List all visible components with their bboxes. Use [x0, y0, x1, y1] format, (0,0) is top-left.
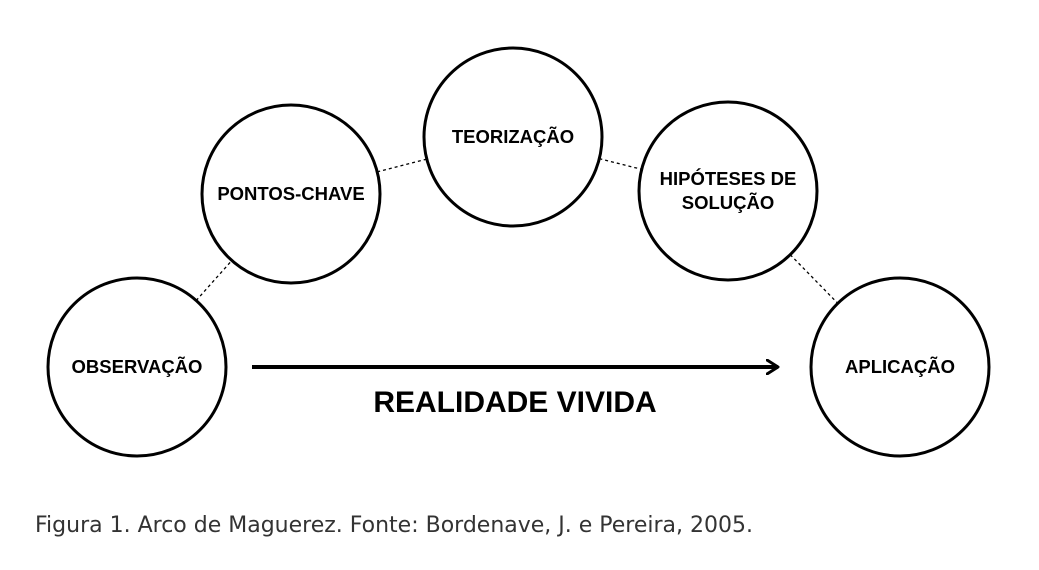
arco-de-maguerez-diagram: OBSERVAÇÃO PONTOS-CHAVE TEORIZAÇÃO HIPÓTESE… — [46, 46, 991, 458]
node-label: OBSERVAÇÃO — [72, 356, 203, 377]
dashed-connectors — [195, 158, 839, 304]
node-teorizacao: TEORIZAÇÃO — [422, 46, 604, 228]
stage-nodes: OBSERVAÇÃO PONTOS-CHAVE TEORIZAÇÃO HIPÓTESE… — [46, 46, 991, 458]
node-observacao: OBSERVAÇÃO — [46, 276, 228, 458]
node-label: PONTOS-CHAVE — [217, 183, 364, 204]
realidade-vivida-label: REALIDADE VIVIDA — [373, 386, 656, 419]
node-label: SOLUÇÃO — [682, 192, 775, 213]
node-circle — [809, 276, 991, 458]
node-circle — [422, 46, 604, 228]
node-label: TEORIZAÇÃO — [452, 126, 574, 147]
node-pontos-chave: PONTOS-CHAVE — [200, 103, 382, 285]
node-label: HIPÓTESES DE — [660, 168, 797, 189]
node-circle — [46, 276, 228, 458]
node-hipoteses: HIPÓTESES DE SOLUÇÃO — [637, 100, 819, 282]
node-label: APLICAÇÃO — [845, 356, 955, 377]
node-circle — [637, 100, 819, 282]
node-circle — [200, 103, 382, 285]
figure-caption: Figura 1. Arco de Maguerez. Fonte: Borde… — [35, 513, 754, 538]
connector-teorizacao-hipoteses — [599, 158, 642, 170]
connector-hipoteses-aplicacao — [789, 254, 839, 304]
connector-observacao-pontos-chave — [195, 260, 233, 301]
connector-pontos-chave-teorizacao — [377, 158, 427, 173]
node-aplicacao: APLICAÇÃO — [809, 276, 991, 458]
